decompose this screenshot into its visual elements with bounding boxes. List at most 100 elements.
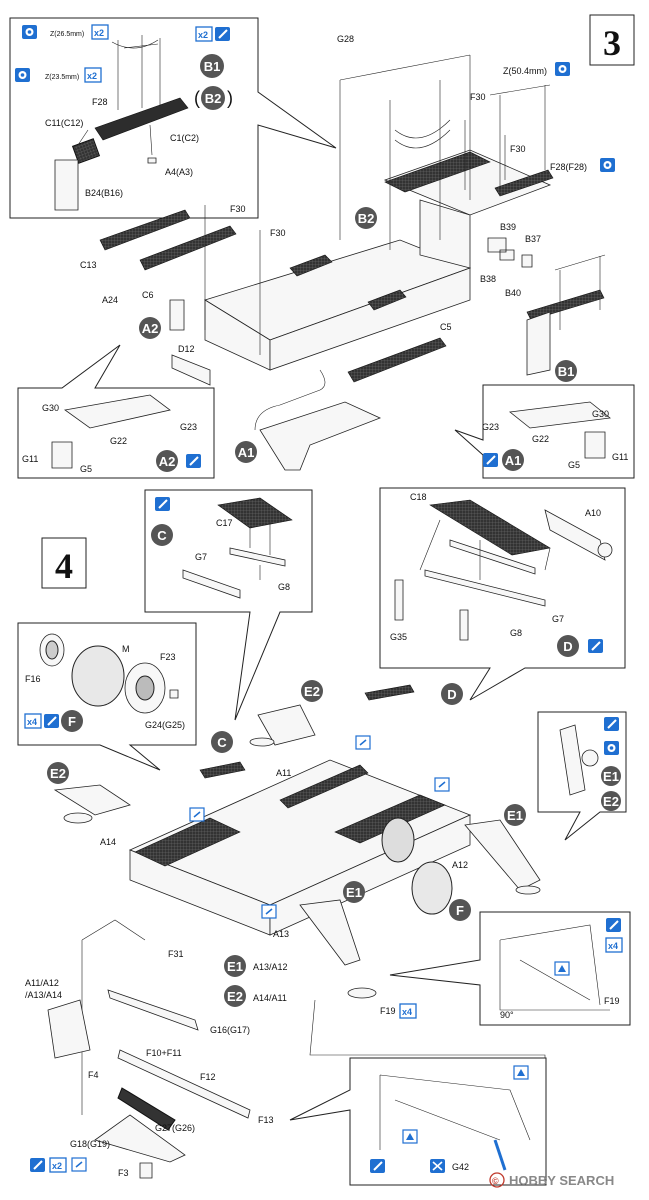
x4-badge: x4 xyxy=(24,713,42,729)
svg-text:B2: B2 xyxy=(205,91,222,106)
callout-e2-a: E2 xyxy=(301,680,323,702)
label-g7-c: G7 xyxy=(195,552,207,562)
glue-icon xyxy=(483,453,498,467)
glue-icon xyxy=(30,1158,45,1172)
svg-text:): ) xyxy=(227,88,233,108)
part-b24 xyxy=(54,159,79,211)
label-g23-left: G23 xyxy=(180,422,197,432)
label-f28f28: F28(F28) xyxy=(550,162,587,172)
label-a14: A14 xyxy=(100,837,116,847)
svg-text:E2: E2 xyxy=(227,989,243,1004)
label-z265: Z(26.5mm) xyxy=(50,31,84,38)
subassembly-outrigger: F31 A11/A12 /A13/A14 E1 A13/A12 E2 A14/A… xyxy=(25,919,546,1186)
step-3-number-box xyxy=(589,14,635,66)
callout-a2: A2 xyxy=(139,317,161,339)
align-icon xyxy=(71,1157,87,1172)
grille-center xyxy=(367,289,407,311)
label-b38: B38 xyxy=(480,274,496,284)
part-a4 xyxy=(147,157,157,164)
watermark-brand: HOBBY SEARCH xyxy=(509,1173,614,1188)
glue-icon xyxy=(606,918,621,932)
svg-text:A2: A2 xyxy=(159,454,176,469)
align-icon xyxy=(189,807,205,822)
label-g11-left: G11 xyxy=(22,454,38,464)
svg-text:B1: B1 xyxy=(204,59,221,74)
label-z504: Z(50.4mm) xyxy=(503,66,547,76)
label-g35: G35 xyxy=(390,632,407,642)
symmetric-icon xyxy=(22,25,37,39)
weight-icon xyxy=(402,1129,418,1144)
label-f12: F12 xyxy=(200,1072,216,1082)
label-f19: F19 xyxy=(380,1006,396,1016)
step-4-number: 4 xyxy=(55,546,73,586)
label-g7-d: G7 xyxy=(552,614,564,624)
label-a11a12: A11/A12 xyxy=(25,978,59,988)
grille-c13 xyxy=(99,209,191,251)
label-m: M xyxy=(122,644,130,654)
step-4-number-box xyxy=(41,537,87,589)
label-g8-d: G8 xyxy=(510,628,522,638)
step-3-number: 3 xyxy=(603,23,621,63)
svg-text:x4: x4 xyxy=(402,1007,412,1017)
label-g28: G28 xyxy=(337,34,354,44)
svg-text:C: C xyxy=(217,735,227,750)
inset-g42: G42 xyxy=(289,1057,547,1186)
label-a13a14: /A13/A14 xyxy=(25,990,62,1000)
x2-badge: x2 xyxy=(195,26,213,42)
weight-icon xyxy=(513,1065,529,1080)
label-c1c2: C1(C2) xyxy=(170,133,199,143)
glue-icon xyxy=(186,454,201,468)
inset-a2: G30 G22 G23 G11 G5 A2 xyxy=(17,344,215,479)
label-g5-right: G5 xyxy=(568,460,580,470)
svg-text:B1: B1 xyxy=(558,364,575,379)
grille-c1 xyxy=(94,97,189,141)
label-e2-parts: A14/A11 xyxy=(253,993,287,1003)
inset-e1-e2: E1 E2 xyxy=(537,711,627,841)
svg-text:E2: E2 xyxy=(603,794,619,809)
label-a24: A24 xyxy=(102,295,118,305)
symmetric-icon xyxy=(600,158,615,172)
label-g16g17: G16(G17) xyxy=(210,1025,250,1035)
label-a10: A10 xyxy=(585,508,601,518)
align-icon xyxy=(434,777,450,792)
grille-b1 xyxy=(526,289,605,321)
step-4-section: 4 C C17 G7 G8 C18 A10 G7 G8 xyxy=(17,487,631,1186)
svg-text:(: ( xyxy=(194,88,200,108)
x2-badge: x2 xyxy=(49,1157,67,1173)
inset-90-degree: 90° F19 x4 xyxy=(389,911,631,1026)
cut-icon xyxy=(430,1159,445,1173)
label-f30-a: F30 xyxy=(470,92,486,102)
svg-text:x2: x2 xyxy=(94,28,104,38)
grille-rear-right xyxy=(494,169,554,197)
part-c11 xyxy=(71,138,101,164)
callout-b1: B1 xyxy=(200,54,224,78)
label-f30-c: F30 xyxy=(230,204,246,214)
label-g30-left: G30 xyxy=(42,403,59,413)
svg-text:A2: A2 xyxy=(142,321,159,336)
callout-b2: B2 xyxy=(355,207,377,229)
label-c11c12: C11(C12) xyxy=(45,118,83,128)
label-g27g26: G27(G26) xyxy=(155,1123,195,1133)
glue-icon xyxy=(604,717,619,731)
label-b37: B37 xyxy=(525,234,541,244)
svg-text:B2: B2 xyxy=(358,211,375,226)
label-e1-parts: A13/A12 xyxy=(253,962,288,972)
svg-text:D: D xyxy=(447,687,456,702)
label-g24g25: G24(G25) xyxy=(145,720,185,730)
label-f23: F23 xyxy=(160,652,176,662)
label-g11-right: G11 xyxy=(612,452,628,462)
callout-d-inset: D xyxy=(557,635,579,657)
grille-c6 xyxy=(139,225,237,271)
label-g18g19: G18(G19) xyxy=(70,1139,110,1149)
grille-mid xyxy=(289,254,333,277)
svg-text:A1: A1 xyxy=(505,453,522,468)
callout-c-inset: C xyxy=(151,524,173,546)
symmetric-icon xyxy=(604,741,619,755)
weight-icon xyxy=(554,961,570,976)
label-b39: B39 xyxy=(500,222,516,232)
glue-icon xyxy=(370,1159,385,1173)
inset-b1-b2-fence: Z(26.5mm) x2 Z(23.5mm) x2 x2 B1 B2() F28… xyxy=(9,17,337,219)
label-b40: B40 xyxy=(505,288,521,298)
svg-text:x2: x2 xyxy=(52,1161,62,1171)
label-g5-left: G5 xyxy=(80,464,92,474)
